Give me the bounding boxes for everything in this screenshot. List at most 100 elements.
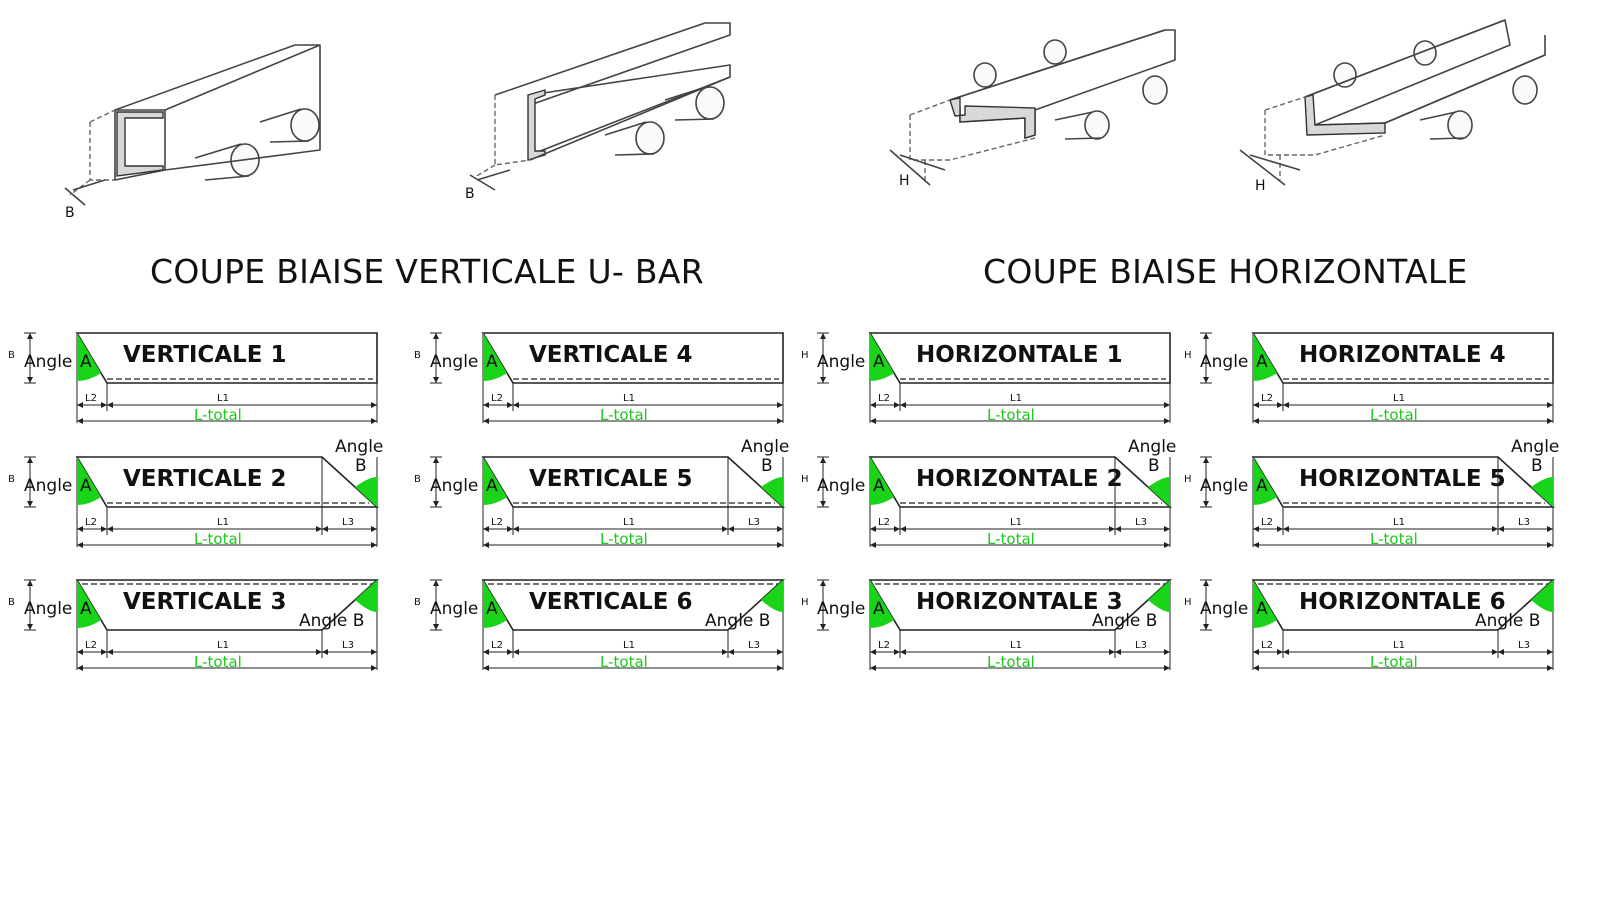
angle-a-marker (77, 580, 101, 628)
angle-b-label: Angle (335, 437, 383, 457)
diagram-title: VERTICALE 3 (123, 589, 287, 615)
angle-a-letter: A (80, 599, 92, 619)
l-total-label: L-total (987, 653, 1035, 671)
side-label: B (8, 597, 15, 608)
angle-label: Angle (24, 599, 72, 619)
side-label: H (1184, 474, 1192, 485)
angle-a-letter: A (873, 599, 885, 619)
diagram-title: HORIZONTALE 2 (916, 466, 1123, 492)
l-total-label: L-total (194, 530, 242, 548)
angle-a-marker (77, 333, 101, 381)
l-total-label: L-total (1370, 406, 1418, 424)
l3-label: L3 (342, 640, 354, 651)
angle-b-label: Angle (741, 437, 789, 457)
l1-label: L1 (217, 517, 229, 528)
l3-label: L3 (342, 517, 354, 528)
side-label: H (801, 474, 809, 485)
u-bar-illustration-3: H (885, 20, 1195, 220)
angle-a-marker (77, 457, 101, 505)
angle-b-marker (355, 580, 377, 612)
l3-label: L3 (748, 640, 760, 651)
angle-a-letter: A (1256, 476, 1268, 496)
angle-label: Angle (817, 352, 865, 372)
l2-label: L2 (878, 517, 890, 528)
u-bar-illustration-4: H (1235, 15, 1555, 215)
angle-a-marker (870, 457, 894, 505)
diagram-title: HORIZONTALE 1 (916, 342, 1123, 368)
l2-label: L2 (491, 517, 503, 528)
side-label: B (414, 350, 421, 361)
l3-label: L3 (1518, 640, 1530, 651)
angle-b-letter: B (1531, 456, 1543, 476)
l-total-label: L-total (600, 530, 648, 548)
angle-b-letter: B (1148, 456, 1160, 476)
angle-b-marker (761, 580, 783, 612)
angle-a-marker (483, 580, 507, 628)
illustration-label: H (1255, 178, 1266, 194)
angle-b-label: Angle B (1092, 611, 1157, 631)
l1-label: L1 (1010, 393, 1022, 404)
l2-label: L2 (491, 640, 503, 651)
diagram-title: HORIZONTALE 4 (1299, 342, 1506, 368)
angle-b-marker (1531, 477, 1553, 507)
side-label: B (414, 474, 421, 485)
heading-horizontal: COUPE BIAISE HORIZONTALE (983, 252, 1468, 291)
illustration-label: B (65, 205, 75, 221)
l2-label: L2 (85, 393, 97, 404)
angle-label: Angle (1200, 352, 1248, 372)
l-total-label: L-total (987, 530, 1035, 548)
side-label: H (801, 350, 809, 361)
angle-b-marker (1148, 477, 1170, 507)
l1-label: L1 (1010, 517, 1022, 528)
angle-label: Angle (430, 352, 478, 372)
side-label: B (8, 474, 15, 485)
l3-label: L3 (1135, 640, 1147, 651)
l2-label: L2 (491, 393, 503, 404)
illustration-label: B (465, 186, 475, 202)
l3-label: L3 (1518, 517, 1530, 528)
angle-a-marker (870, 333, 894, 381)
angle-b-letter: B (761, 456, 773, 476)
angle-b-label: Angle (1128, 437, 1176, 457)
l-total-label: L-total (1370, 530, 1418, 548)
angle-a-marker (1253, 457, 1277, 505)
l1-label: L1 (1393, 640, 1405, 651)
angle-b-marker (355, 477, 377, 507)
side-label: H (1184, 350, 1192, 361)
angle-a-letter: A (1256, 352, 1268, 372)
heading-vertical: COUPE BIAISE VERTICALE U- BAR (150, 252, 704, 291)
l-total-label: L-total (600, 653, 648, 671)
l1-label: L1 (217, 640, 229, 651)
angle-b-marker (1148, 580, 1170, 612)
u-bar-illustration-2: B (455, 15, 755, 215)
l1-label: L1 (623, 517, 635, 528)
l1-label: L1 (623, 640, 635, 651)
l-total-label: L-total (987, 406, 1035, 424)
illustration-label: H (899, 173, 910, 189)
angle-b-label: Angle (1511, 437, 1559, 457)
l1-label: L1 (1393, 393, 1405, 404)
angle-label: Angle (430, 599, 478, 619)
angle-label: Angle (430, 476, 478, 496)
l2-label: L2 (1261, 517, 1273, 528)
l1-label: L1 (1010, 640, 1022, 651)
l-total-label: L-total (194, 653, 242, 671)
l1-label: L1 (623, 393, 635, 404)
angle-a-marker (1253, 333, 1277, 381)
angle-label: Angle (24, 352, 72, 372)
angle-a-marker (870, 580, 894, 628)
side-label: B (8, 350, 15, 361)
diagram-title: VERTICALE 6 (529, 589, 693, 615)
diagram-title: VERTICALE 2 (123, 466, 287, 492)
angle-a-marker (483, 333, 507, 381)
